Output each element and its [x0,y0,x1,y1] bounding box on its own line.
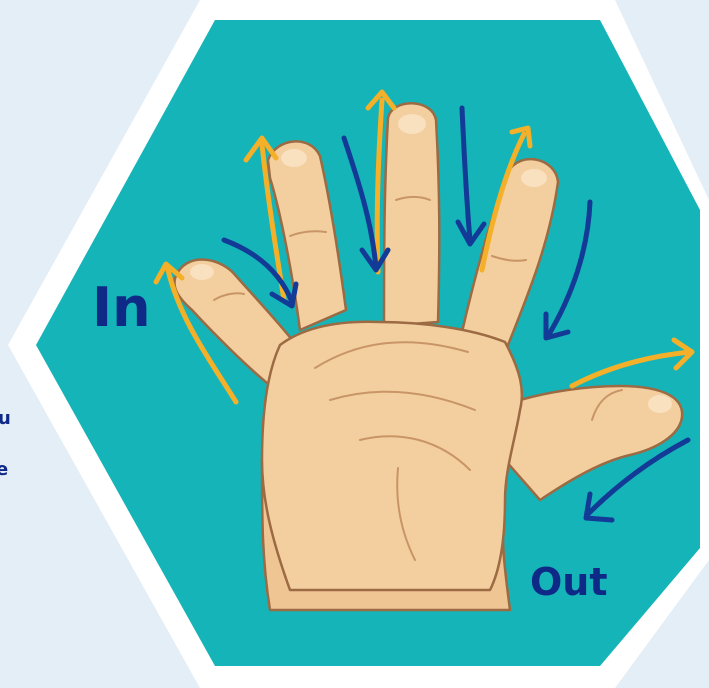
label-out: Out [530,560,608,604]
palm [262,322,522,590]
label-in: In [92,276,151,339]
edge-text-top: u [0,408,11,429]
middle-finger [384,103,439,326]
edge-text-bottom: e [0,459,8,480]
